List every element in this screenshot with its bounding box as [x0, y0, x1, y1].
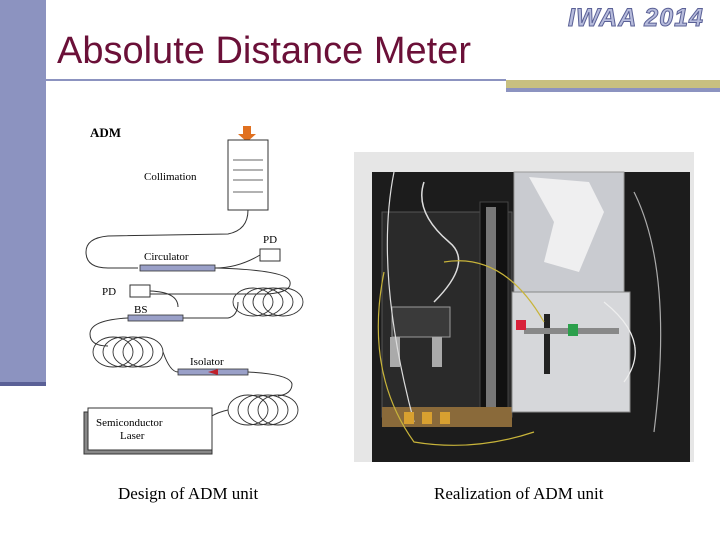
caption-realization: Realization of ADM unit — [434, 484, 604, 503]
pd-mid-block — [129, 284, 151, 298]
collimation-block — [227, 139, 269, 211]
circulator-block — [139, 264, 216, 272]
right-base-plate — [511, 291, 631, 413]
laser-label-line1: Semiconductor — [96, 417, 163, 429]
laser-block — [87, 407, 213, 451]
fiber-coil-left — [92, 336, 164, 368]
red-connector — [516, 320, 526, 330]
left-accent-bar — [0, 0, 46, 384]
bs-label: BS — [134, 304, 147, 316]
title-underline — [46, 79, 506, 81]
title-underline-blue — [506, 88, 720, 92]
isolator-label: Isolator — [190, 356, 224, 368]
adm-design-diagram: ADM Collimation PD Circulator PD BS Isol… — [83, 125, 304, 455]
aluminium-strip — [486, 207, 496, 417]
green-connector — [568, 324, 578, 336]
arrow-icon — [238, 126, 256, 142]
slide-title: Absolute Distance Meter — [57, 30, 471, 72]
laser-label-line2: Laser — [120, 430, 145, 442]
fiber-coil-bottom-right — [227, 394, 299, 426]
conference-logo: IWAA 2014 — [568, 4, 704, 33]
pd-top-label: PD — [263, 234, 277, 246]
pd-mid-label: PD — [102, 286, 116, 298]
fiber-coil-top-right — [232, 287, 304, 317]
title-underline-gold — [506, 80, 720, 88]
adm-realization-photo — [354, 152, 694, 462]
bs-block — [127, 314, 184, 322]
collimation-label: Collimation — [144, 171, 197, 183]
isolator-arrow-icon — [208, 369, 218, 375]
adm-label: ADM — [90, 125, 121, 140]
pd-top-block — [259, 248, 281, 262]
circulator-label: Circulator — [144, 251, 189, 263]
optical-mount — [391, 306, 451, 338]
left-accent-bar-shadow — [0, 382, 46, 386]
caption-design: Design of ADM unit — [118, 484, 259, 503]
